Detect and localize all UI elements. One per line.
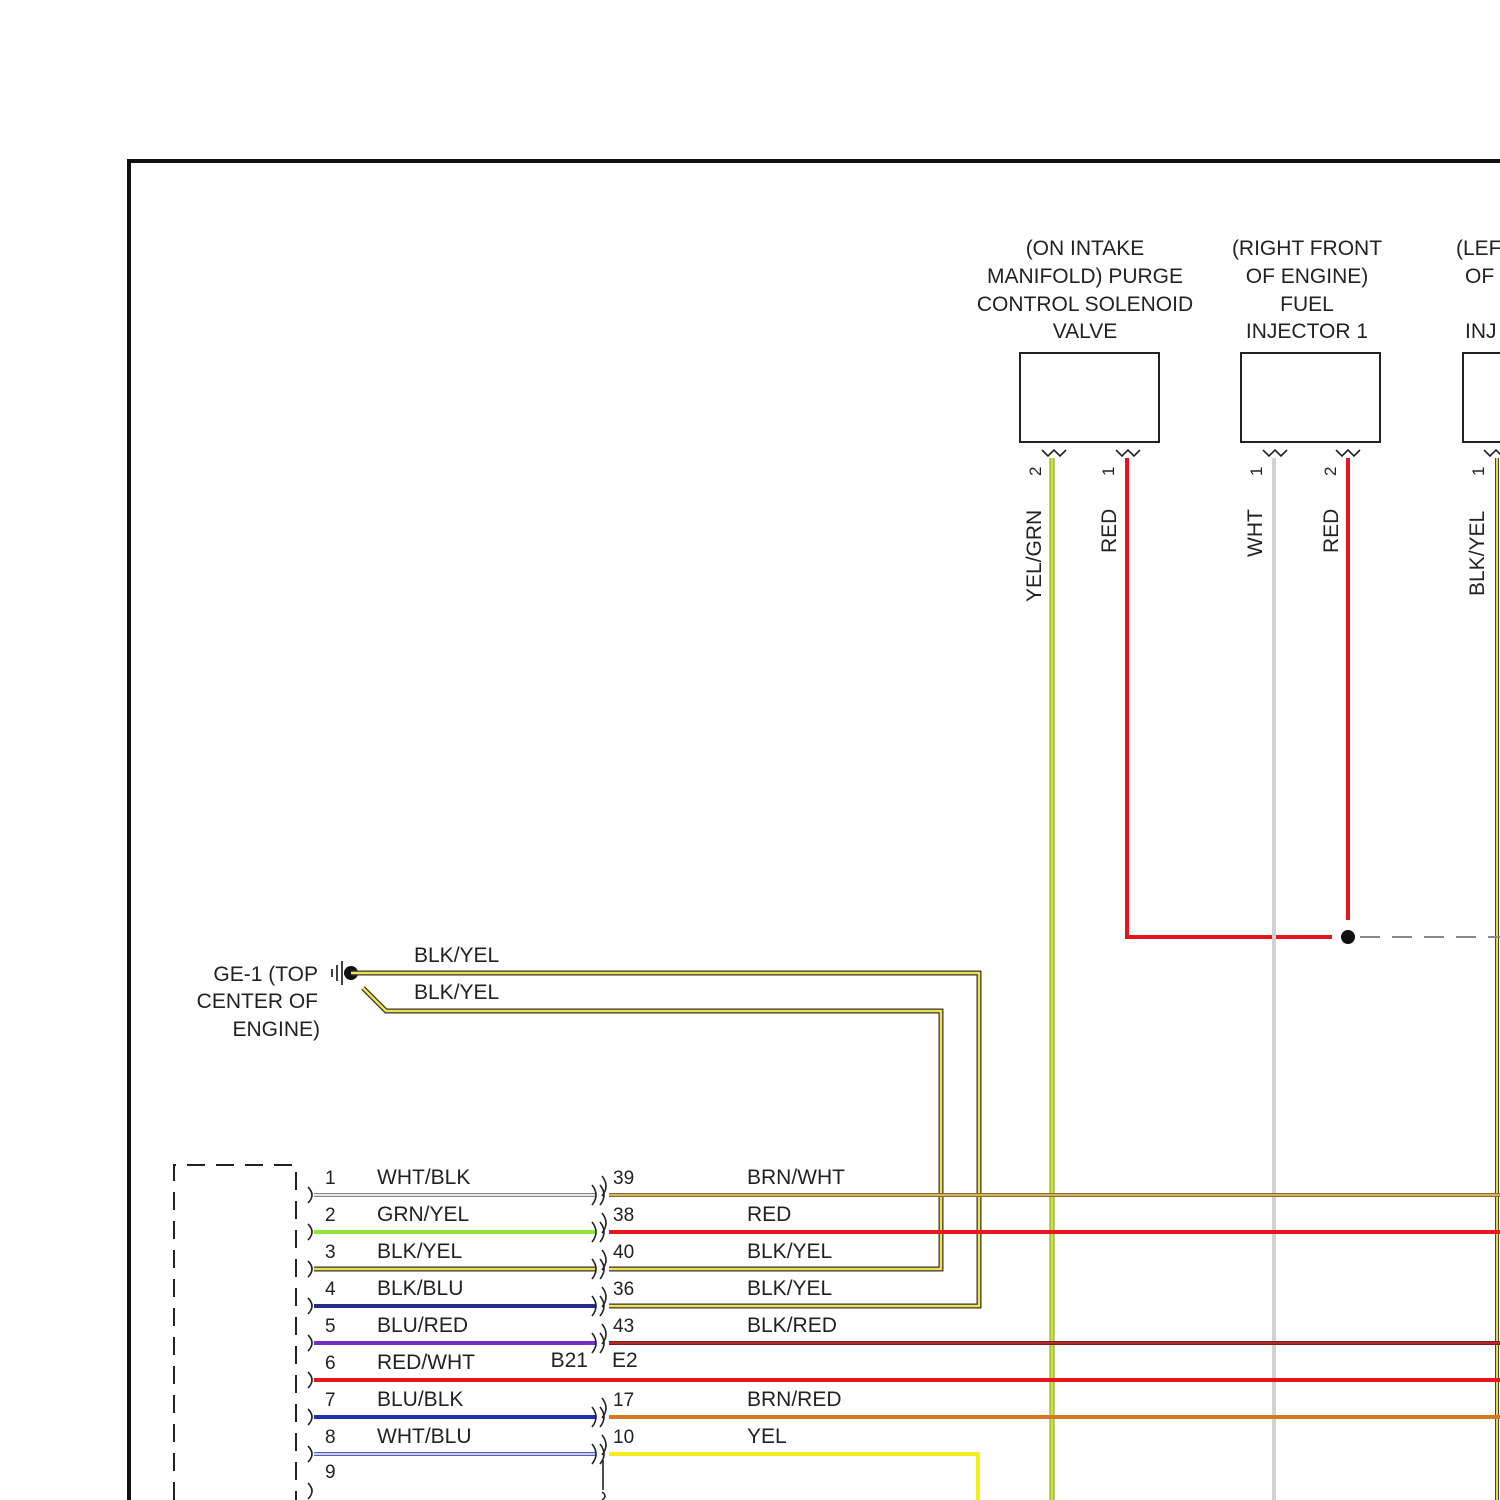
left-connector-chevrons bbox=[308, 1187, 312, 1499]
wire-label: BRN/WHT bbox=[747, 1166, 845, 1189]
fuel-injector-1: (RIGHT FRONT OF ENGINE) FUEL INJECTOR 1 bbox=[1232, 237, 1382, 442]
connector-id-left: B21 bbox=[551, 1349, 588, 1372]
connector-wires bbox=[314, 1195, 1500, 1500]
left-connector-rows: 1 WHT/BLK 2 GRN/YEL 3 BLK/YEL 4 BLK/BLU … bbox=[325, 1166, 475, 1483]
pin-number: 17 bbox=[613, 1390, 634, 1411]
pin-number: 8 bbox=[325, 1427, 336, 1448]
pin-number: 3 bbox=[325, 1242, 336, 1263]
ground-wire-label: BLK/YEL bbox=[414, 944, 499, 967]
wire-label: YEL/GRN bbox=[1023, 510, 1046, 602]
pin-number: 40 bbox=[613, 1242, 634, 1263]
component-label-line: FUEL bbox=[1280, 293, 1334, 316]
module-box bbox=[174, 1165, 296, 1500]
purge-control-solenoid-valve: (ON INTAKE MANIFOLD) PURGE CONTROL SOLEN… bbox=[977, 237, 1193, 442]
component-label-line: (RIGHT FRONT bbox=[1232, 237, 1382, 260]
component-box bbox=[1241, 353, 1380, 442]
pin-number: 1 bbox=[1469, 467, 1488, 476]
wire-label: BLK/BLU bbox=[377, 1277, 463, 1300]
component-pin-labels: 2 YEL/GRN 1 RED 1 WHT 2 RED 1 BLK/YEL bbox=[1023, 467, 1489, 602]
pin-number: 36 bbox=[613, 1279, 634, 1300]
wire-label: WHT/BLK bbox=[377, 1166, 470, 1189]
component-label-line: OF ENGINE) bbox=[1246, 265, 1369, 288]
component-label-line: OF bbox=[1465, 265, 1494, 288]
wire-label: RED/WHT bbox=[377, 1351, 475, 1374]
wire-label: RED bbox=[1098, 509, 1121, 553]
ground-wire-label: BLK/YEL bbox=[414, 981, 499, 1004]
component-label-line: INJECTOR 1 bbox=[1246, 320, 1368, 343]
wire-label: BLU/BLK bbox=[377, 1388, 463, 1411]
component-label-line: CONTROL SOLENOID bbox=[977, 293, 1193, 316]
ground-label-line: ENGINE) bbox=[232, 1018, 320, 1041]
pin-number: 38 bbox=[613, 1205, 634, 1226]
wire-label: BLK/YEL bbox=[747, 1277, 832, 1300]
lower-stubs bbox=[602, 1492, 605, 1500]
wire-label: BRN/RED bbox=[747, 1388, 842, 1411]
component-label-line: (ON INTAKE bbox=[1026, 237, 1145, 260]
pin-number: 5 bbox=[325, 1316, 336, 1337]
wire-label: BLK/RED bbox=[747, 1314, 837, 1337]
ground-label-line: CENTER OF bbox=[197, 990, 318, 1013]
component-box bbox=[1463, 353, 1500, 442]
wire-label: BLK/YEL bbox=[1466, 511, 1489, 596]
pin-number: 1 bbox=[1247, 467, 1266, 476]
pin-number: 2 bbox=[1026, 467, 1045, 476]
pin-number: 4 bbox=[325, 1279, 336, 1300]
pin-number: 2 bbox=[325, 1205, 336, 1226]
wire-label: BLK/YEL bbox=[747, 1240, 832, 1263]
pin-number: 1 bbox=[325, 1168, 336, 1189]
pin-number: 10 bbox=[613, 1427, 634, 1448]
pin-number: 43 bbox=[613, 1316, 634, 1337]
pin-number: 39 bbox=[613, 1168, 634, 1189]
inline-connector-chevrons bbox=[592, 1176, 606, 1464]
wire-label: YEL bbox=[747, 1425, 787, 1448]
component-pin-connectors bbox=[1042, 450, 1500, 456]
component-box bbox=[1020, 353, 1159, 442]
pin-number: 2 bbox=[1321, 467, 1340, 476]
wire-label: WHT bbox=[1244, 509, 1267, 557]
wire-label: WHT/BLU bbox=[377, 1425, 472, 1448]
component-label-line: VALVE bbox=[1053, 320, 1118, 343]
wire-label: BLU/RED bbox=[377, 1314, 468, 1337]
wire-label: RED bbox=[747, 1203, 791, 1226]
component-label-line: INJ bbox=[1465, 320, 1497, 343]
ground-label-line: GE-1 (TOP bbox=[213, 963, 318, 986]
splice-junction bbox=[1341, 930, 1355, 944]
wire-label: GRN/YEL bbox=[377, 1203, 469, 1226]
pin-number: 9 bbox=[325, 1462, 336, 1483]
pin-number: 6 bbox=[325, 1353, 336, 1374]
pin-number: 7 bbox=[325, 1390, 336, 1411]
fuel-injector-partial: (LEF OF INJ bbox=[1456, 237, 1500, 442]
component-label-line: MANIFOLD) PURGE bbox=[987, 265, 1183, 288]
ground-ge-1: GE-1 (TOP CENTER OF ENGINE) BLK/YEL BLK/… bbox=[197, 944, 500, 1041]
connector-id-right: E2 bbox=[612, 1349, 638, 1372]
pin-number: 1 bbox=[1099, 467, 1118, 476]
wire-label: RED bbox=[1320, 509, 1343, 553]
wire-label: BLK/YEL bbox=[377, 1240, 462, 1263]
ground-icon bbox=[332, 961, 342, 985]
component-label-line: (LEF bbox=[1456, 237, 1500, 260]
